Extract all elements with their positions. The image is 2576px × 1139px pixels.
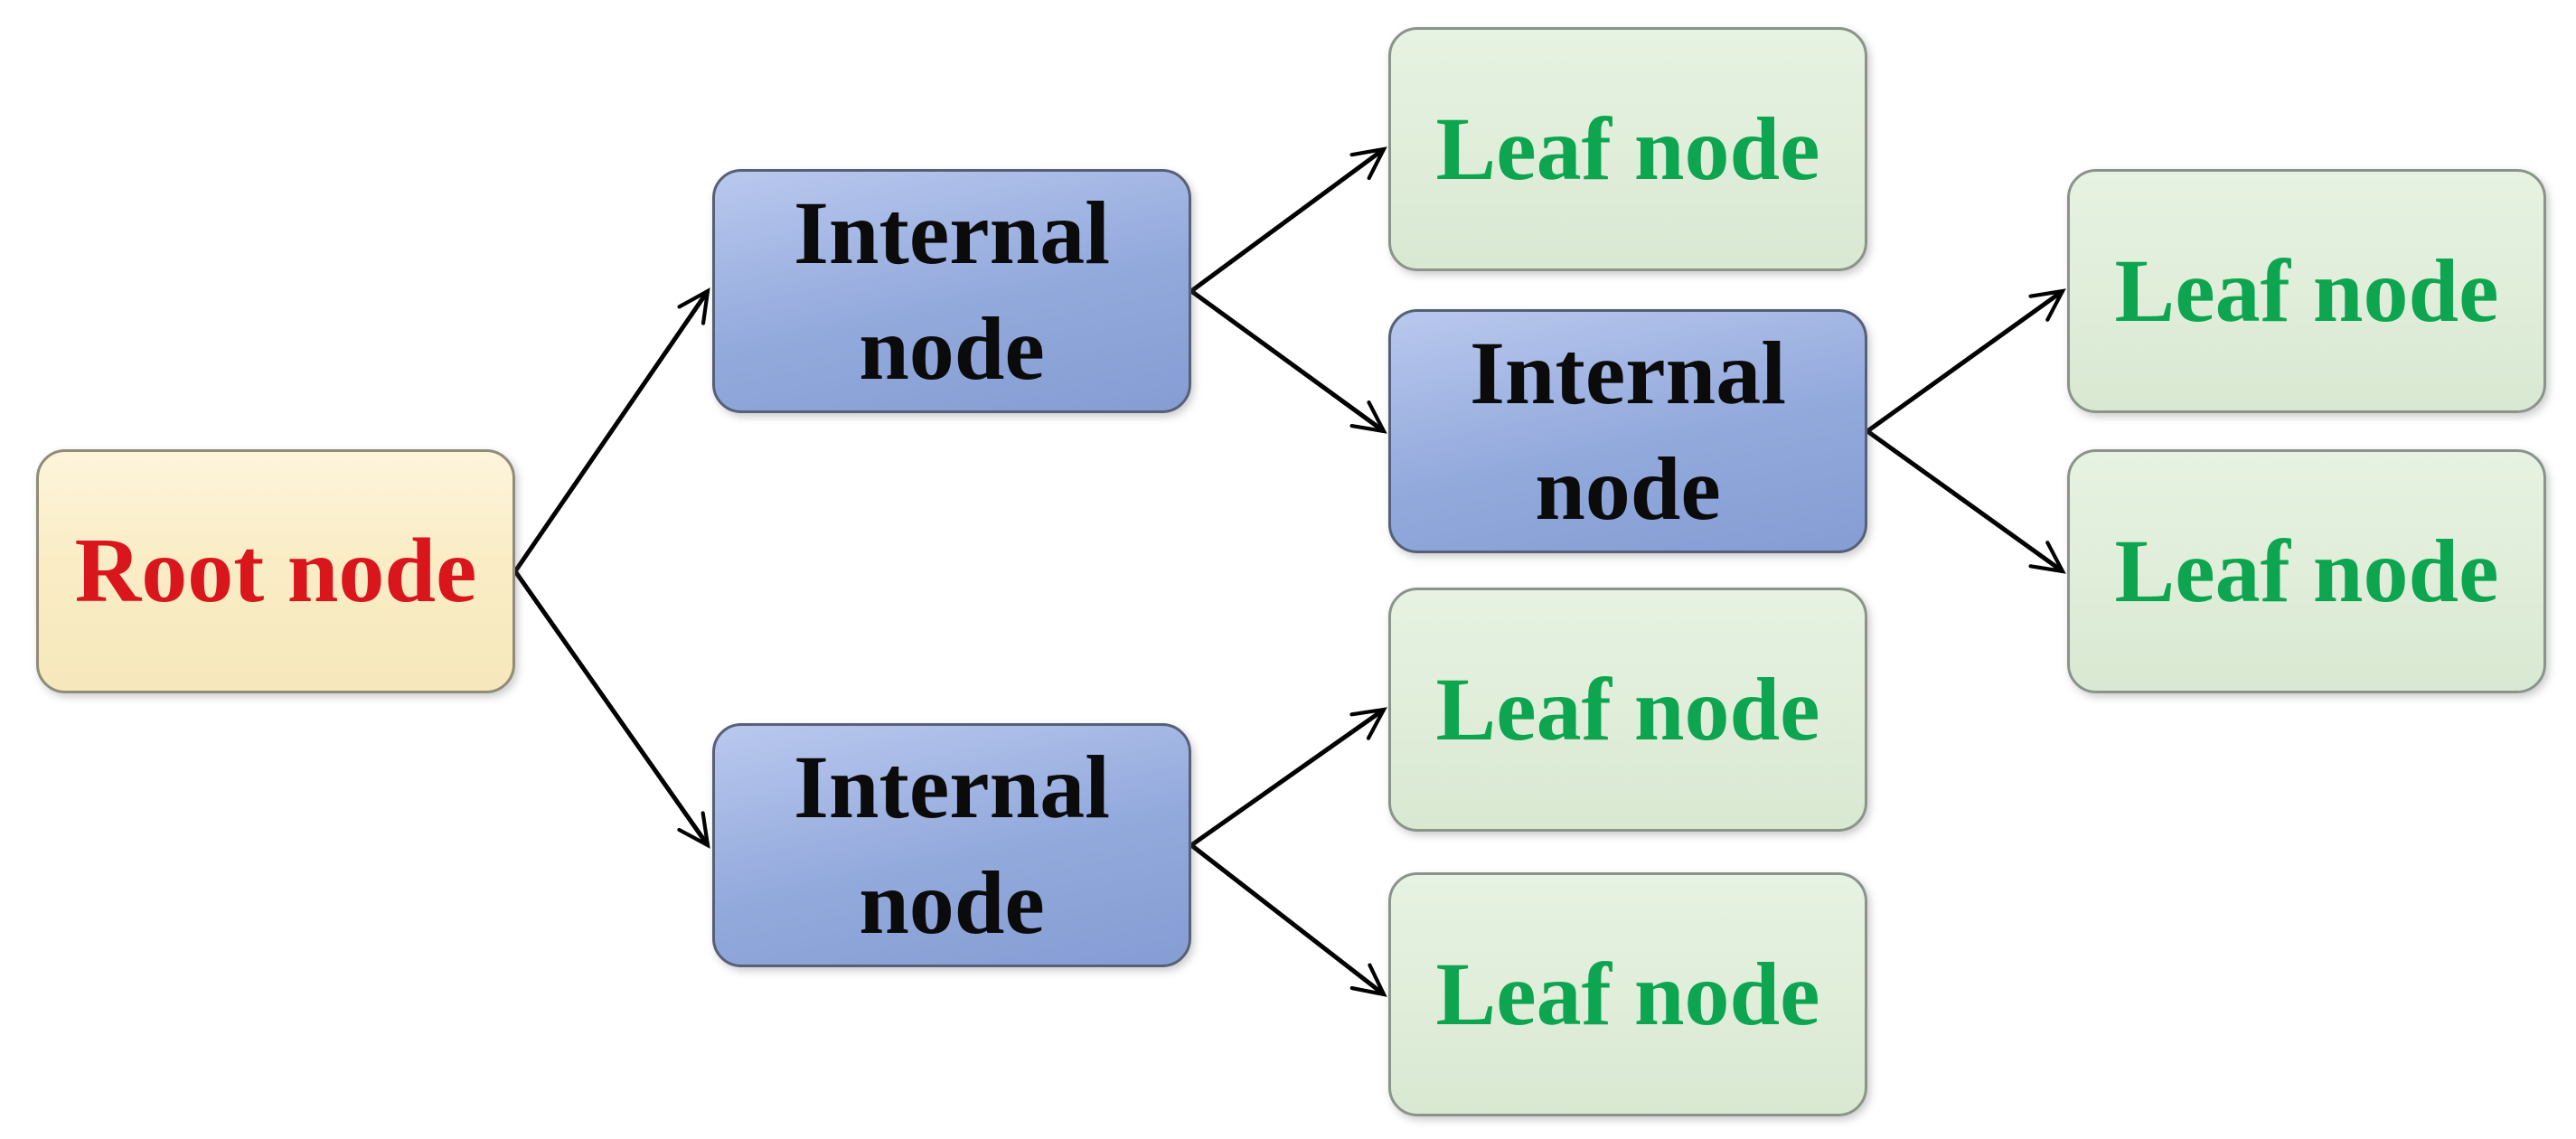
edge-arrow-internal_top-to-leaf_1: [1189, 146, 1387, 294]
internal-node-middle: Internal node: [1388, 309, 1867, 553]
leaf-node-right-1-label: Leaf node: [2114, 240, 2499, 341]
leaf-node-right-2-label: Leaf node: [2114, 521, 2499, 621]
leaf-node-2: Leaf node: [1388, 588, 1867, 832]
root-node: Root node: [36, 449, 515, 693]
edge-arrow-internal_bottom-to-leaf_2: [1189, 707, 1387, 848]
leaf-node-1-label: Leaf node: [1435, 99, 1820, 199]
edge-arrow-root-to-internal_bottom: [512, 570, 710, 849]
leaf-node-1: Leaf node: [1388, 27, 1867, 271]
edge-arrow-internal_top-to-internal_mid: [1189, 288, 1387, 434]
internal-node-middle-label: Internal node: [1470, 323, 1786, 539]
internal-node-bottom-label: Internal node: [794, 737, 1110, 953]
internal-node-top-label: Internal node: [794, 183, 1110, 399]
edge-arrow-internal_mid-to-leaf_r2: [1866, 428, 2066, 574]
leaf-node-right-2: Leaf node: [2067, 449, 2546, 693]
internal-node-top: Internal node: [712, 169, 1191, 413]
leaf-node-right-1: Leaf node: [2067, 169, 2546, 413]
leaf-node-3: Leaf node: [1388, 872, 1867, 1116]
root-node-label: Root node: [74, 519, 477, 622]
leaf-node-3-label: Leaf node: [1435, 944, 1820, 1044]
internal-node-bottom: Internal node: [712, 723, 1191, 967]
edge-arrow-root-to-internal_top: [512, 287, 710, 573]
leaf-node-2-label: Leaf node: [1435, 659, 1820, 759]
edge-arrow-internal_bottom-to-leaf_3: [1189, 843, 1387, 997]
edge-arrow-internal_mid-to-leaf_r1: [1866, 288, 2066, 434]
